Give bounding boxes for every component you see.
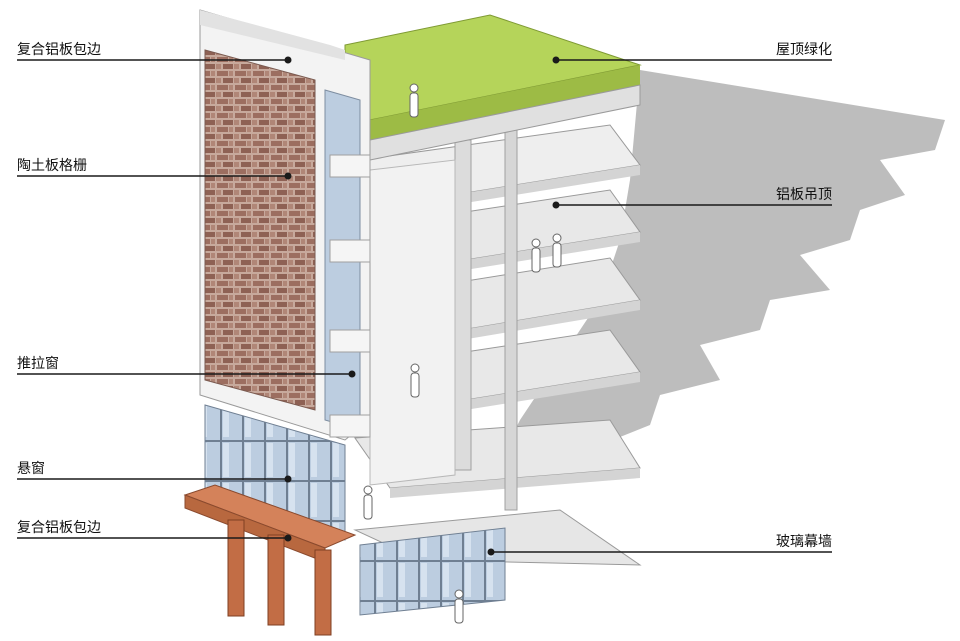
person-figure [531, 238, 541, 273]
callout-dots [284, 56, 560, 556]
label-aluminum-ceiling: 铝板吊顶 [776, 187, 832, 203]
label-roof-greening: 屋顶绿化 [776, 42, 832, 58]
label-top-hung-window: 悬窗 [17, 460, 45, 477]
tower-block [199, 9, 371, 541]
glass-curtain-wall-ground [359, 527, 506, 616]
label-composite-aluminum-edge-bottom: 复合铝板包边 [17, 519, 101, 536]
callout-labels: 复合铝板包边 陶土板格栅 推拉窗 悬窗 复合铝板包边 屋顶绿化 铝板吊顶 玻璃幕… [17, 41, 832, 550]
timber-canopy [183, 484, 357, 636]
label-terracotta-grille: 陶土板格栅 [17, 158, 87, 174]
floor-slabs [353, 119, 642, 566]
green-roof [344, 14, 642, 161]
label-glass-curtain-wall: 玻璃幕墙 [776, 533, 832, 550]
person-figure [552, 233, 562, 268]
person-figure [363, 485, 373, 520]
person-figure [409, 83, 419, 118]
label-composite-aluminum-edge-top: 复合铝板包边 [17, 41, 101, 58]
callout-leaders [17, 59, 832, 553]
label-sliding-window: 推拉窗 [17, 355, 59, 372]
human-figures [363, 83, 562, 624]
person-figure [454, 589, 464, 624]
person-figure [410, 363, 420, 398]
